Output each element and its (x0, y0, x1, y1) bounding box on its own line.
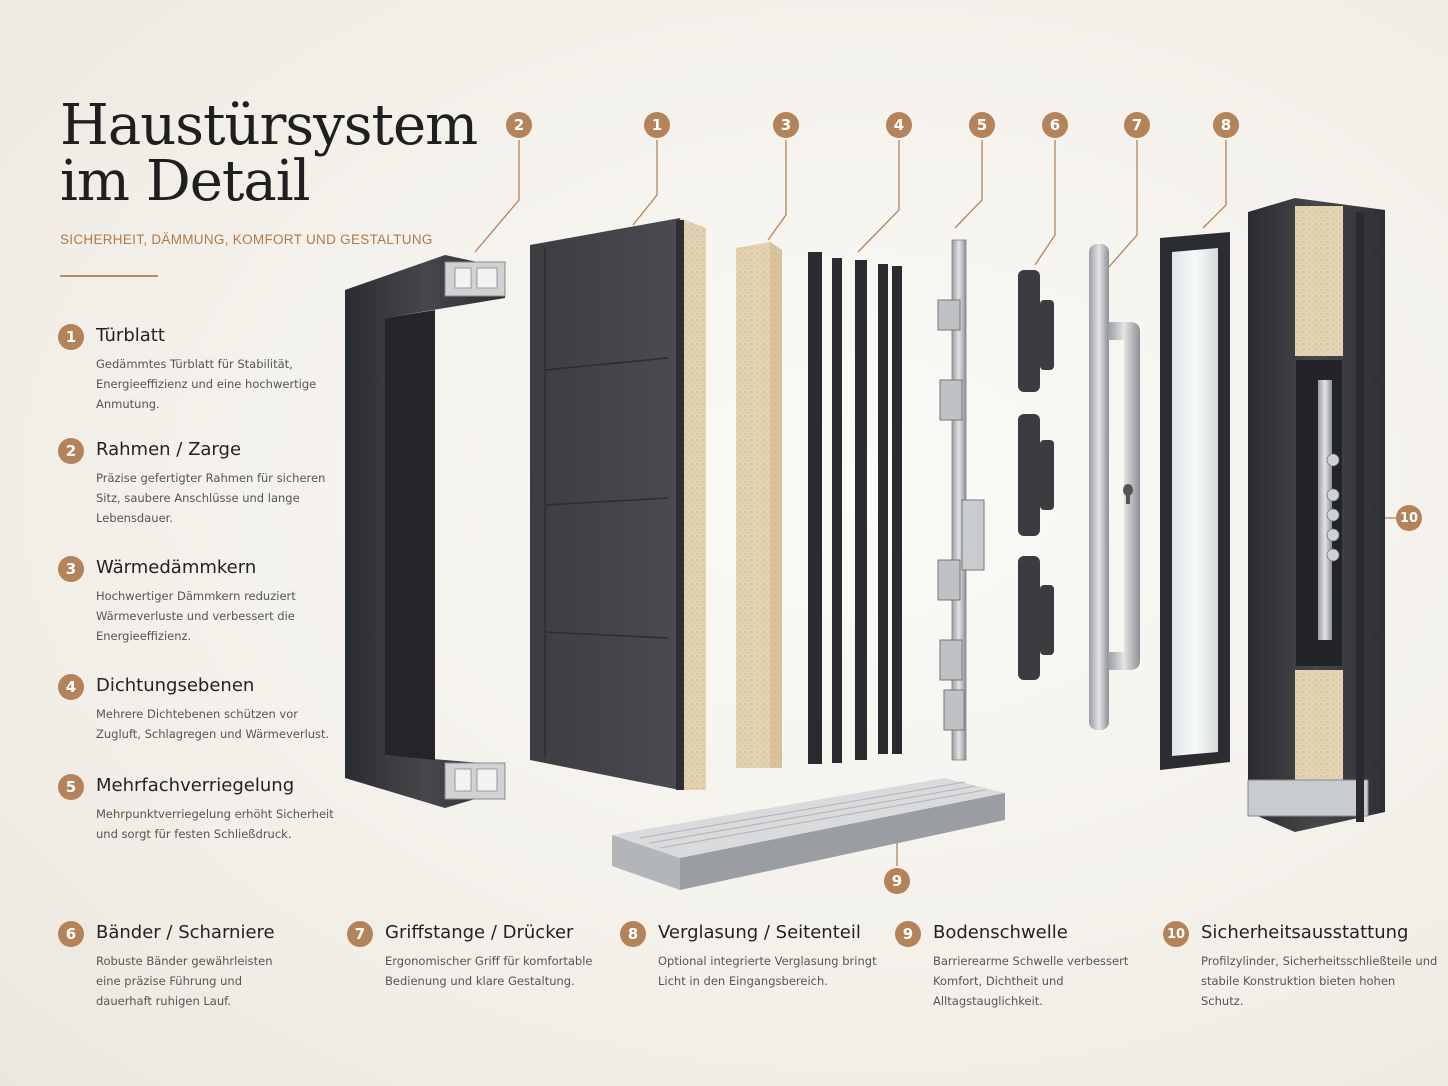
legend-text: Robuste Bänder gewährleisten eine präzis… (96, 954, 273, 1008)
legend-badge: 3 (58, 556, 84, 582)
legend-badge: 8 (620, 921, 646, 947)
legend-text: Präzise gefertigter Rahmen für sicheren … (96, 471, 326, 525)
glazing-part (1160, 232, 1230, 770)
title-divider (60, 275, 158, 277)
legend-badge: 2 (58, 438, 84, 464)
callout-badge-5: 5 (969, 112, 995, 138)
legend-badge: 6 (58, 921, 84, 947)
title-line-1: Haustürsystem (60, 93, 478, 158)
legend-badge: 7 (347, 921, 373, 947)
legend-badge: 9 (895, 921, 921, 947)
threshold-part (612, 778, 1005, 890)
callout-badge-10: 10 (1396, 505, 1422, 531)
legend-title: Verglasung / Seitenteil (658, 922, 861, 943)
legend-title: Bodenschwelle (933, 922, 1068, 943)
legend-text: Gedämmtes Türblatt für Stabilität, Energ… (96, 357, 317, 411)
legend-badge: 10 (1163, 921, 1189, 947)
legend-title: Mehrfachverriegelung (96, 775, 295, 796)
legend-title: Wärmedämmkern (96, 557, 257, 578)
callout-badge-2: 2 (506, 112, 532, 138)
callout-badge-3: 3 (773, 112, 799, 138)
callout-badge-7: 7 (1124, 112, 1150, 138)
legend-badge: 1 (58, 324, 84, 350)
seal-strips-part (808, 252, 902, 764)
title-line-2: im Detail (60, 149, 311, 214)
page-subtitle: SICHERHEIT, DÄMMUNG, KOMFORT UND GESTALT… (60, 232, 433, 247)
legend-title: Griffstange / Drücker (385, 922, 574, 943)
legend-title: Bänder / Scharniere (96, 922, 275, 943)
multipoint-lock-part (937, 239, 985, 761)
frame-part (345, 255, 506, 808)
legend-title: Dichtungsebenen (96, 675, 255, 696)
legend-badge: 5 (58, 774, 84, 800)
callout-badge-6: 6 (1042, 112, 1068, 138)
legend-title: Rahmen / Zarge (96, 439, 242, 460)
page-title: Haustürsystem im Detail (60, 93, 478, 214)
door-leaf-part (530, 218, 706, 790)
insulation-core-part (736, 242, 782, 768)
callout-badge-9: 9 (884, 868, 910, 894)
legend-text: Mehrpunktverriegelung erhöht Sicherheit … (96, 807, 334, 841)
callout-badge-8: 8 (1213, 112, 1239, 138)
cross-section-part (1247, 198, 1385, 832)
callout-badge-1: 1 (644, 112, 670, 138)
callout-badge-4: 4 (886, 112, 912, 138)
legend-text: Barrierearme Schwelle verbessert Komfort… (933, 954, 1129, 1008)
legend-title: Sicherheitsausstattung (1201, 922, 1409, 943)
hinges-part (1018, 270, 1054, 680)
legend-badge: 4 (58, 674, 84, 700)
legend-text: Mehrere Dichtebenen schützen vor Zugluft… (96, 707, 330, 741)
handle-bar-part (1089, 244, 1140, 730)
legend-text: Profilzylinder, Sicherheitsschließteile … (1201, 954, 1438, 1008)
legend-text: Ergonomischer Griff für komfortable Bedi… (385, 954, 593, 988)
legend-title: Türblatt (96, 325, 165, 346)
legend-text: Hochwertiger Dämmkern reduziert Wärmever… (96, 589, 296, 643)
legend-text: Optional integrierte Verglasung bringt L… (658, 954, 877, 988)
